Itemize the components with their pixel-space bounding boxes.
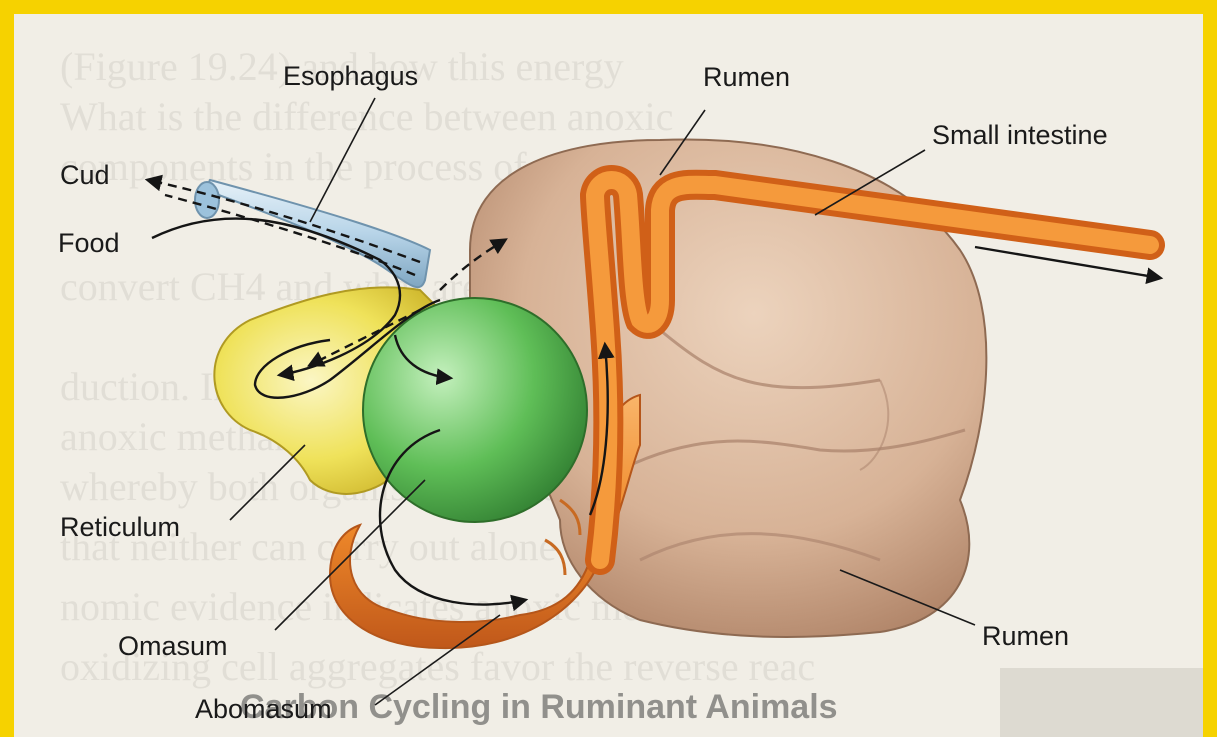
label-omasum: Omasum [118,631,228,661]
label-abomasum: Abomasum [195,694,332,724]
omasum [363,298,587,522]
label-rumen-bottom: Rumen [982,621,1069,651]
label-food: Food [58,228,120,258]
label-cud: Cud [60,160,110,190]
svg-text:What is the difference between: What is the difference between anoxic [60,94,673,139]
label-rumen-top: Rumen [703,62,790,92]
textbook-page: (Figure 19.24) and how this energy What … [14,14,1203,737]
ruminant-stomach-diagram: (Figure 19.24) and how this energy What … [14,14,1203,737]
label-small-intestine: Small intestine [932,120,1108,150]
label-esophagus: Esophagus [283,61,418,91]
label-reticulum: Reticulum [60,512,180,542]
